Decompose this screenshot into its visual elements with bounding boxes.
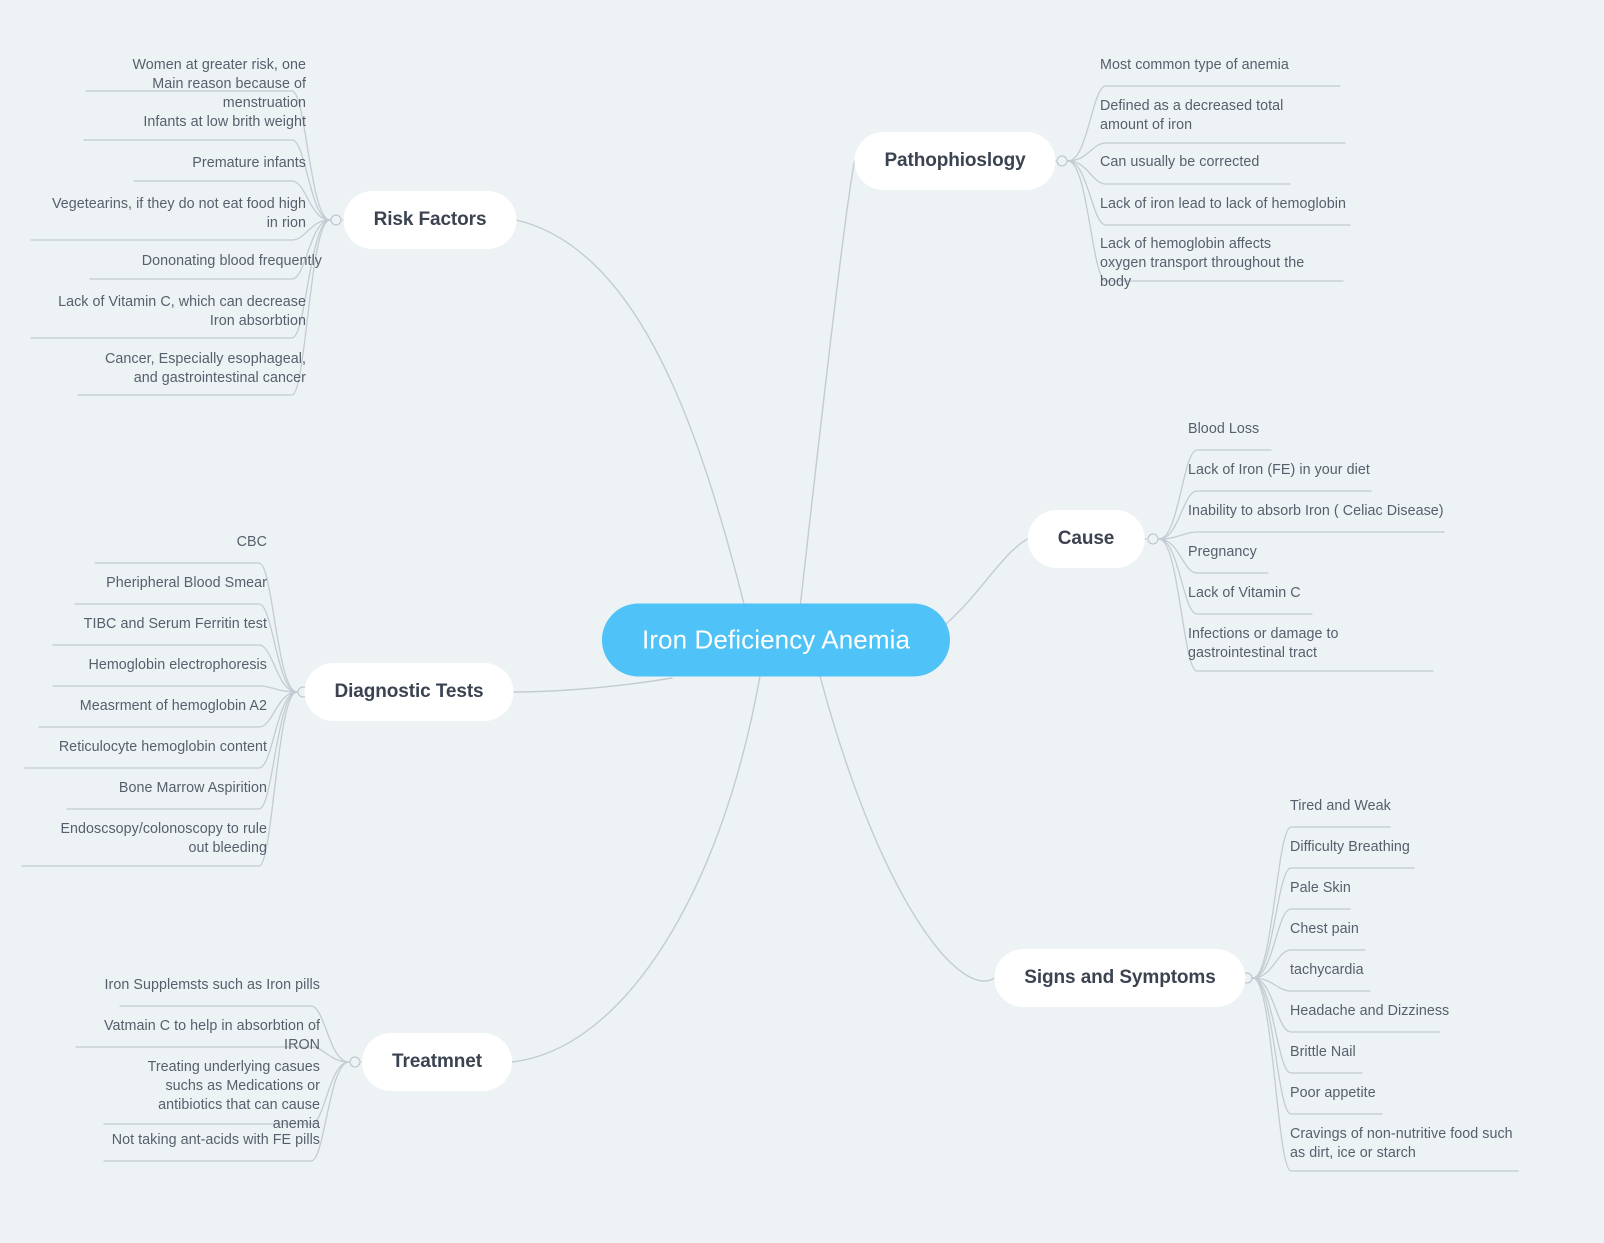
leaf-item[interactable]: Lack of Iron (FE) in your diet bbox=[1188, 462, 1370, 478]
junction-cause[interactable] bbox=[1147, 533, 1159, 545]
branch-node-diagnostic-tests[interactable]: Diagnostic Tests bbox=[304, 663, 514, 721]
leaf-item[interactable]: Pheripheral Blood Smear bbox=[106, 575, 267, 591]
leaf-item[interactable]: Endoscsopy/colonoscopy to rule out bleed… bbox=[60, 821, 267, 856]
leaf-item[interactable]: Can usually be corrected bbox=[1100, 154, 1260, 170]
leaf-item[interactable]: Treating underlying casues suchs as Medi… bbox=[147, 1059, 320, 1132]
leaf-item[interactable]: Premature infants bbox=[192, 155, 306, 171]
leaf-item[interactable]: Inability to absorb Iron ( Celiac Diseas… bbox=[1188, 503, 1444, 519]
branch-node-label: Diagnostic Tests bbox=[334, 681, 484, 702]
leaf-item[interactable]: Lack of Vitamin C, which can decrease Ir… bbox=[58, 294, 306, 329]
leaf-item[interactable]: Iron Supplemsts such as Iron pills bbox=[104, 977, 320, 993]
branch-node-risk-factors[interactable]: Risk Factors bbox=[343, 191, 517, 249]
leaf-item[interactable]: tachycardia bbox=[1290, 962, 1364, 978]
branch-node-label: Treatmnet bbox=[392, 1051, 482, 1072]
branch-node-label: Pathophioslogy bbox=[884, 150, 1026, 171]
leaf-item[interactable]: Cravings of non-nutritive food such as d… bbox=[1290, 1126, 1513, 1161]
leaf-item[interactable]: Most common type of anemia bbox=[1100, 57, 1289, 73]
leaf-item[interactable]: Brittle Nail bbox=[1290, 1044, 1356, 1060]
leaf-item[interactable]: Difficulty Breathing bbox=[1290, 839, 1410, 855]
leaf-item[interactable]: Dononating blood frequently bbox=[141, 253, 322, 269]
leaf-item[interactable]: CBC bbox=[236, 534, 267, 550]
leaf-item[interactable]: Infections or damage to gastrointestinal… bbox=[1188, 626, 1339, 661]
leaf-item[interactable]: Defined as a decreased total amount of i… bbox=[1100, 98, 1284, 133]
branch-node-treatmnet[interactable]: Treatmnet bbox=[362, 1033, 512, 1091]
branch-node-signs-and-symptoms[interactable]: Signs and Symptoms bbox=[994, 949, 1246, 1007]
junction-treatmnet[interactable] bbox=[349, 1056, 361, 1068]
leaf-item[interactable]: Tired and Weak bbox=[1290, 798, 1391, 814]
branch-node-label: Risk Factors bbox=[373, 209, 487, 230]
leaf-item[interactable]: Cancer, Especially esophageal, and gastr… bbox=[105, 351, 306, 386]
branch-node-cause[interactable]: Cause bbox=[1027, 510, 1145, 568]
leaf-item[interactable]: Bone Marrow Aspirition bbox=[118, 780, 267, 796]
leaf-item[interactable]: Hemoglobin electrophoresis bbox=[88, 657, 267, 673]
leaf-item[interactable]: Chest pain bbox=[1290, 921, 1359, 937]
leaf-item[interactable]: TIBC and Serum Ferritin test bbox=[83, 616, 267, 632]
leaf-item[interactable]: Vegetearins, if they do not eat food hig… bbox=[51, 196, 306, 231]
junction-pathophioslogy[interactable] bbox=[1056, 155, 1068, 167]
leaf-item[interactable]: Poor appetite bbox=[1290, 1085, 1376, 1101]
leaf-item[interactable]: Women at greater risk, one Main reason b… bbox=[132, 57, 306, 111]
leaf-item[interactable]: Lack of iron lead to lack of hemoglobin bbox=[1100, 196, 1346, 212]
leaf-item[interactable]: Vatmain C to help in absorbtion of IRON bbox=[103, 1018, 320, 1053]
leaf-item[interactable]: Pale Skin bbox=[1290, 880, 1351, 896]
junction-risk-factors[interactable] bbox=[330, 214, 342, 226]
leaf-item[interactable]: Pregnancy bbox=[1188, 544, 1257, 560]
leaf-item[interactable]: Blood Loss bbox=[1188, 421, 1260, 437]
root-node[interactable]: Iron Deficiency Anemia bbox=[601, 603, 951, 677]
leaf-item[interactable]: Headache and Dizziness bbox=[1290, 1003, 1450, 1019]
leaf-item[interactable]: Not taking ant-acids with FE pills bbox=[111, 1132, 320, 1148]
leaf-item[interactable]: Lack of hemoglobin affects oxygen transp… bbox=[1100, 236, 1305, 290]
branch-node-label: Signs and Symptoms bbox=[1024, 967, 1216, 988]
branch-node-label: Cause bbox=[1057, 528, 1115, 549]
leaf-item[interactable]: Measrment of hemoglobin A2 bbox=[79, 698, 267, 714]
leaf-item[interactable]: Lack of Vitamin C bbox=[1188, 585, 1301, 601]
branch-node-pathophioslogy[interactable]: Pathophioslogy bbox=[854, 132, 1056, 190]
leaf-item[interactable]: Reticulocyte hemoglobin content bbox=[58, 739, 267, 755]
leaf-item[interactable]: Infants at low brith weight bbox=[143, 114, 306, 130]
